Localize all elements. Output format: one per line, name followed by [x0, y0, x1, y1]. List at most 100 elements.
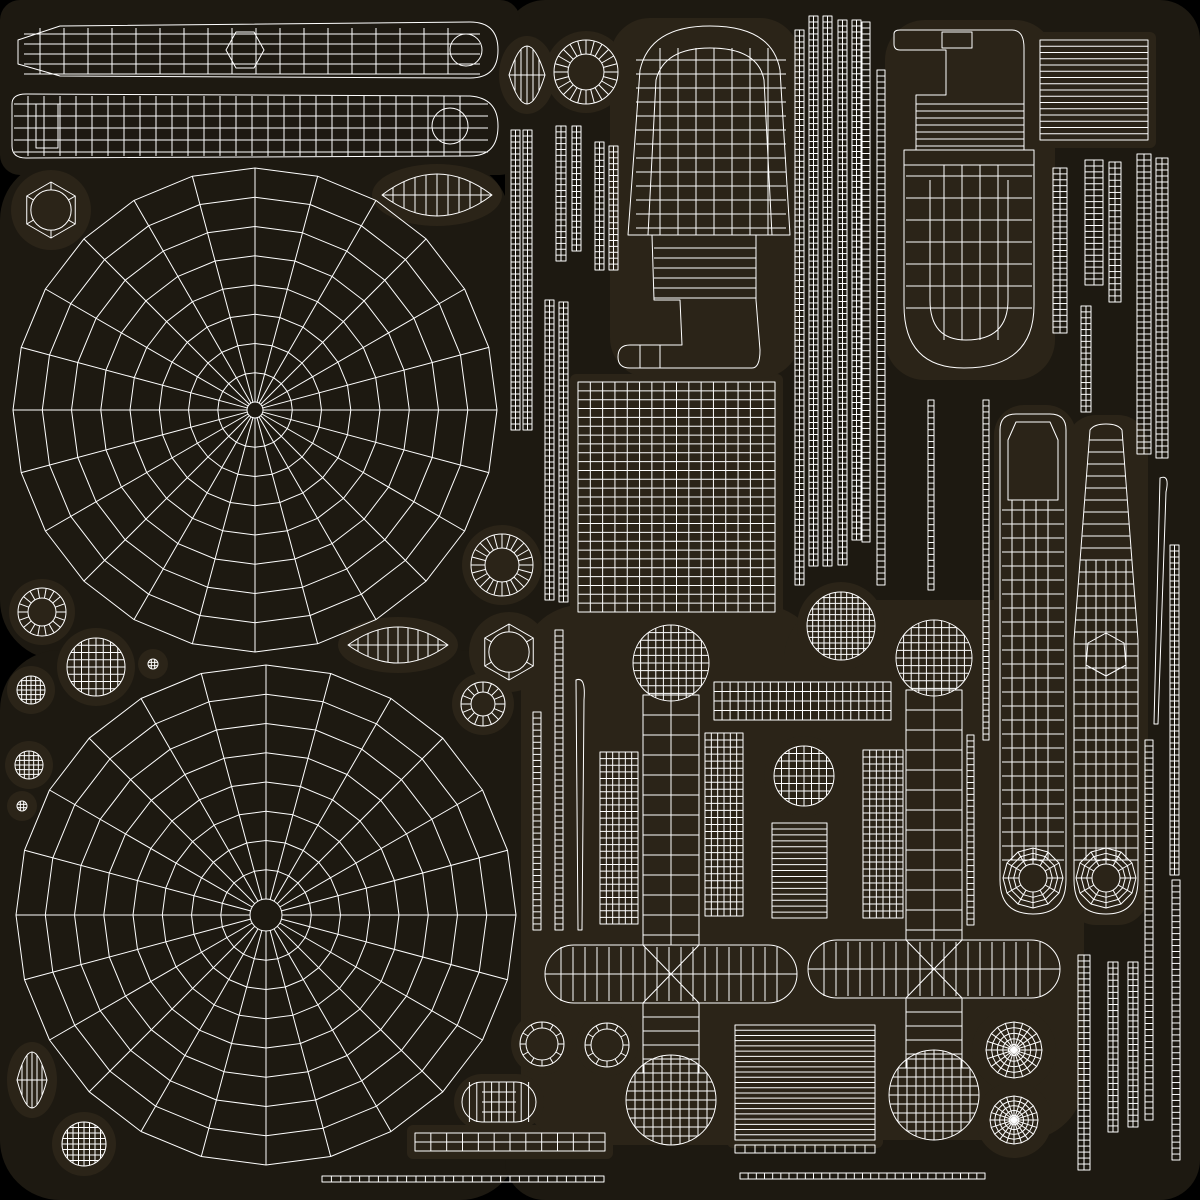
washer-top: [553, 39, 619, 105]
uv-edge: [26, 219, 34, 225]
island-blob-bottom-left: [0, 650, 520, 1200]
ruled-panel-d: [862, 749, 904, 919]
uv-spoke: [1013, 1105, 1034, 1121]
hex-nut-top-left-padding: [11, 170, 91, 250]
ball-bottom-left: [61, 1121, 107, 1167]
uv-edge: [598, 84, 609, 95]
ball-small-left-2: [14, 750, 44, 780]
uv-diagonal: [642, 944, 700, 1004]
uv-edge: [577, 40, 582, 55]
lens-top-mid: [508, 45, 546, 105]
uv-edge: [493, 581, 499, 596]
uv-spoke: [1006, 862, 1022, 872]
uv-edge: [598, 49, 609, 60]
ball-tiny: [147, 658, 159, 670]
uv-spoke: [24, 918, 251, 981]
uv-spoke: [1004, 1049, 1015, 1077]
uv-edge: [29, 623, 36, 634]
uv-spoke: [1013, 1049, 1024, 1077]
uv-spoke: [261, 413, 465, 532]
uv-outline: [982, 399, 990, 741]
uv-edge: [505, 534, 511, 549]
uv-spoke: [140, 698, 259, 902]
thin-strip-28: [532, 711, 542, 931]
uv-outline: [893, 29, 1025, 151]
uv-edge: [479, 576, 491, 588]
uv-spoke: [261, 288, 465, 407]
thin-strip-16: [927, 399, 935, 591]
uv-edge: [530, 1024, 535, 1031]
uv-edge: [19, 616, 30, 621]
thin-strip-32: [1127, 961, 1139, 1128]
uv-edge: [522, 1032, 529, 1037]
thin-strip-3: [555, 125, 567, 262]
uv-edge: [37, 588, 41, 599]
uv-band: [903, 149, 1035, 166]
uv-spoke: [1013, 1023, 1024, 1051]
uv-edge: [484, 661, 492, 667]
thin-strip-7: [544, 299, 555, 601]
u-handle-right-padding: [885, 20, 1055, 380]
uv-spoke: [1013, 1040, 1041, 1051]
uv-edge: [594, 44, 603, 57]
uv-spoke: [1013, 1097, 1022, 1121]
uv-edge: [513, 542, 525, 554]
uv-spoke: [991, 1049, 1015, 1067]
ball-tiny-padding: [138, 649, 168, 679]
uv-outline: [999, 413, 1067, 915]
uv-spoke: [1006, 1097, 1015, 1121]
t-handle-left-top-ball: [632, 624, 710, 702]
uv-spoke: [1017, 889, 1027, 905]
uv-spoke: [1006, 1119, 1015, 1143]
uv-edge: [510, 579, 518, 593]
uv-outline: [903, 164, 1035, 369]
uv-outline: [16, 800, 28, 812]
ruled-panel-mid: [713, 681, 892, 721]
uv-spoke: [88, 737, 256, 905]
thin-strip-20: [1084, 159, 1104, 286]
uv-outline: [627, 25, 791, 236]
uv-spoke: [1013, 1119, 1029, 1140]
thin-strip-9: [794, 29, 805, 586]
uv-inset: [1007, 421, 1059, 501]
uv-spoke: [273, 928, 392, 1132]
uv-edge: [620, 1033, 627, 1038]
uv-hex-hole: [225, 31, 265, 69]
uv-spoke: [258, 416, 377, 620]
uv-edge: [558, 55, 571, 64]
uv-outline: [1171, 879, 1181, 1161]
uv-edge: [601, 80, 614, 89]
uv-spoke: [49, 922, 253, 1041]
uv-spoke: [45, 413, 249, 532]
thin-strip-22: [1136, 153, 1152, 455]
ball-small-left: [16, 675, 46, 705]
uv-spoke: [1013, 1119, 1022, 1143]
blade-left-end: [1002, 847, 1064, 909]
uv-edge: [474, 683, 479, 694]
uv-edge: [505, 581, 511, 596]
thin-strip-5: [594, 141, 605, 271]
uv-spoke: [83, 415, 250, 582]
radial-disc-bottom-right-b: [989, 1095, 1039, 1145]
uv-edge: [510, 537, 518, 551]
uv-edge: [471, 556, 486, 562]
thin-strip-17: [982, 399, 990, 741]
uv-edge: [555, 1051, 562, 1056]
uv-spoke: [1013, 1049, 1041, 1060]
uv-edge: [516, 573, 530, 581]
uv-edge: [474, 714, 479, 725]
thin-strip-8: [558, 301, 569, 603]
uv-spoke: [133, 200, 252, 404]
thin-strip-2: [522, 129, 533, 431]
uv-spoke: [279, 922, 483, 1041]
uv-edge: [563, 84, 574, 95]
uv-spoke: [1013, 1027, 1031, 1051]
uv-spoke: [1117, 862, 1133, 872]
ruled-panel-a: [599, 751, 639, 925]
thin-strip-18: [1052, 167, 1068, 334]
uv-outline: [147, 658, 159, 670]
t-handle-right-bottom-ball: [888, 1049, 980, 1141]
ball-mid-right: [806, 591, 876, 661]
t-handle-left-bottom-ball: [625, 1054, 717, 1146]
uv-spoke: [273, 698, 392, 902]
